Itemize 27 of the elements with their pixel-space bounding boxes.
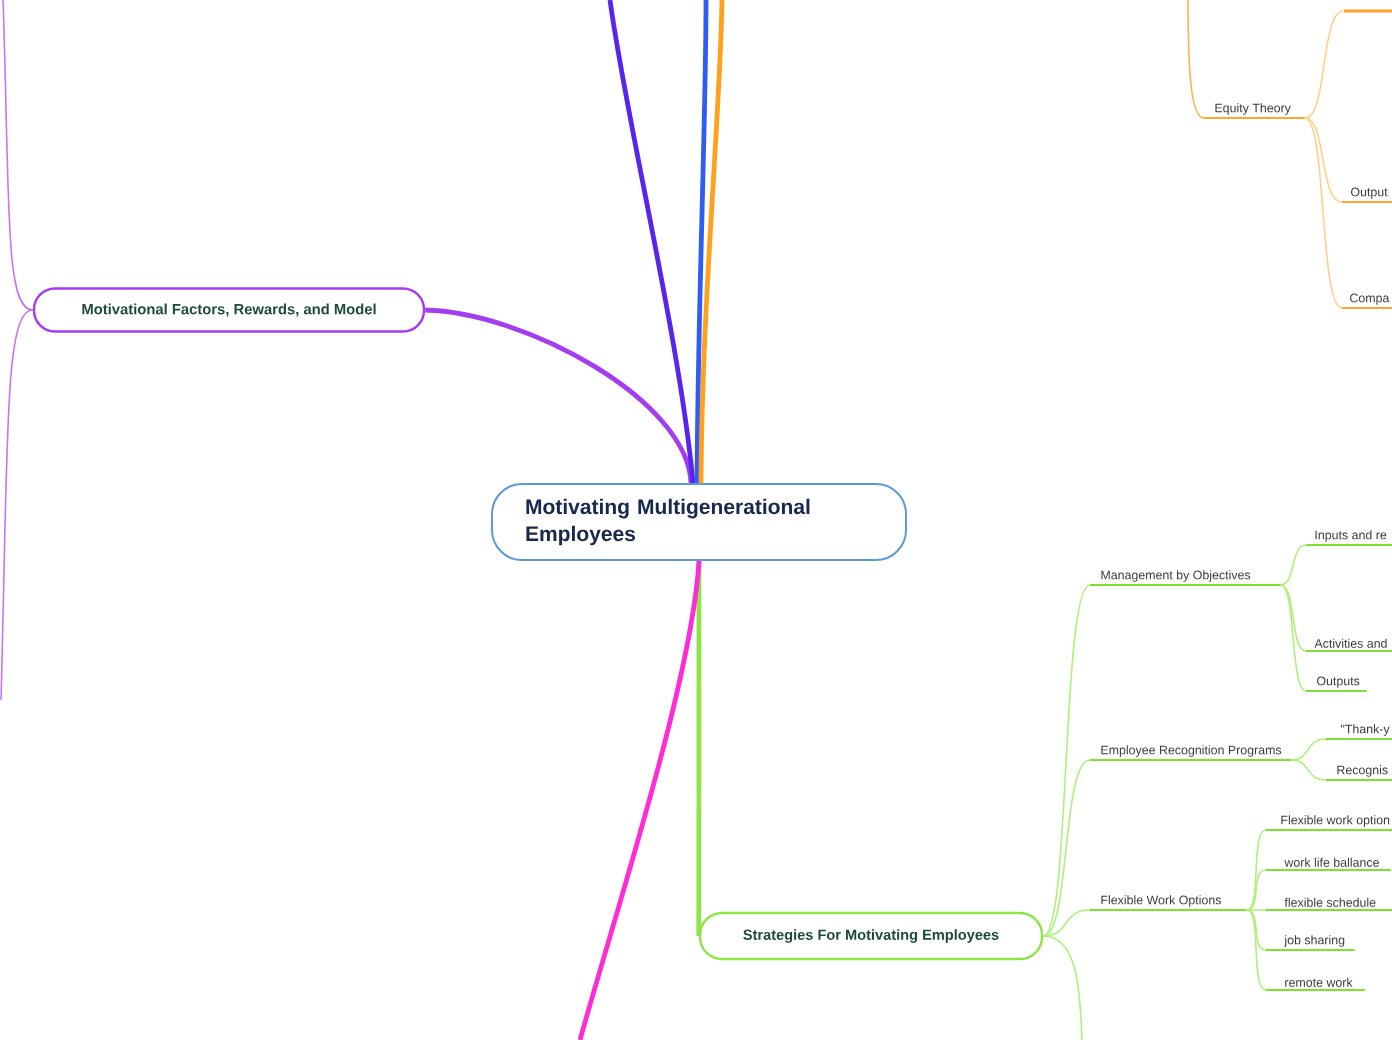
branch-line <box>2 0 34 311</box>
branch-line <box>1042 584 1091 937</box>
underline <box>1344 9 1392 13</box>
branch-line <box>1304 117 1343 203</box>
branch-line <box>0 309 34 701</box>
branch-line <box>607 0 696 484</box>
branch-line <box>425 307 694 484</box>
branch-line <box>1280 584 1307 692</box>
branch-line <box>1246 829 1267 911</box>
branch-line <box>577 560 702 1040</box>
branch-line <box>1304 117 1343 309</box>
branch-line <box>1246 909 1267 951</box>
branch-line <box>698 0 725 484</box>
branch-line <box>1246 869 1267 911</box>
branch-line <box>1246 909 1267 991</box>
branch-line <box>1187 0 1205 119</box>
branch-line <box>1042 759 1091 937</box>
branch-line <box>1280 584 1307 652</box>
branch-line <box>1280 544 1307 586</box>
branch-line <box>1304 10 1345 119</box>
branch-line <box>694 0 709 484</box>
branch-line <box>1042 909 1091 937</box>
branch-line <box>1042 935 1083 1040</box>
branch-line <box>1246 909 1267 911</box>
branch-line <box>1290 759 1327 781</box>
branch-line <box>1290 738 1327 761</box>
central-topic-box: Motivating Multigenerational Employees <box>491 483 907 561</box>
